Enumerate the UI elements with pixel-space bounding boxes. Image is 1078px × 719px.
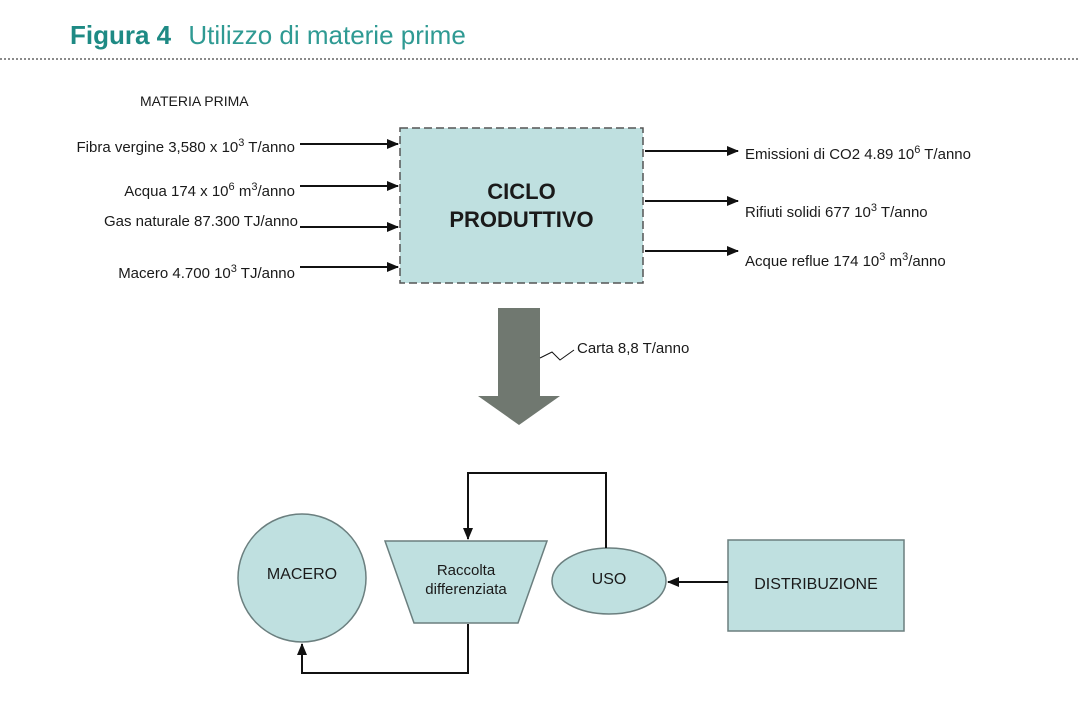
input-label-unit: TJ/anno	[236, 265, 295, 282]
figure-number: Figura 4	[70, 20, 172, 50]
input-label-sup: 3	[251, 181, 258, 193]
raccolta-trapezoid	[383, 540, 549, 624]
uso-ellipse	[551, 547, 667, 615]
output-label-sup: 3	[870, 202, 878, 214]
input-label-sup: 3	[230, 263, 237, 275]
output-label-unit: T/anno	[877, 204, 928, 221]
uso-to-raccolta-arrow	[463, 472, 607, 548]
input-label-acqua: Acqua 174 x 106 m3/anno	[124, 178, 295, 201]
product-down-arrow	[478, 308, 560, 425]
output-label-sup: 3	[902, 251, 909, 263]
input-label-unit: /anno	[257, 183, 295, 200]
raccolta-label-line1: Raccolta	[436, 562, 496, 579]
output-label-sup: 3	[879, 251, 886, 263]
macero-label: MACERO	[266, 566, 338, 583]
input-label-text: Fibra vergine 3,580 x 10	[76, 139, 239, 156]
figure-header: Figura 4 Utilizzo di materie prime	[70, 20, 466, 51]
input-label-sup: 3	[238, 137, 245, 149]
output-label-text: Emissioni di CO2 4.89 10	[745, 146, 915, 163]
process-title-line1: CICLO	[487, 179, 556, 204]
macero-circle	[237, 513, 367, 643]
process-title: CICLO PRODUTTIVO	[400, 178, 643, 234]
product-label: Carta 8,8 T/anno	[577, 340, 690, 357]
output-label-rifiuti: Rifiuti solidi 677 103 T/anno	[745, 199, 928, 222]
input-label-fibra: Fibra vergine 3,580 x 103 T/anno	[77, 134, 296, 157]
output-label-unit: T/anno	[920, 146, 971, 163]
product-callout-line	[539, 349, 575, 361]
input-label-sup: 6	[228, 181, 235, 193]
input-label-text: Macero 4.700 10	[118, 265, 231, 282]
raccolta-to-macero-arrow	[297, 624, 469, 674]
input-label-unit: m	[234, 183, 252, 200]
raccolta-label: Raccolta differenziata	[395, 561, 537, 599]
process-title-line2: PRODUTTIVO	[449, 207, 594, 232]
inputs-header: MATERIA PRIMA	[140, 93, 249, 109]
input-label-macero: Macero 4.700 103 TJ/anno	[118, 260, 295, 283]
input-label-gas: Gas naturale 87.300 TJ/anno	[104, 213, 298, 231]
output-label-text: Acque reflue 174 10	[745, 253, 880, 270]
distribuzione-box	[727, 539, 905, 632]
output-label-unit: /anno	[908, 253, 946, 270]
figure-title: Utilizzo di materie prime	[188, 20, 466, 50]
dotted-divider	[0, 58, 1078, 60]
output-label-text: Rifiuti solidi 677 10	[745, 204, 871, 221]
raccolta-label-line2: differenziata	[425, 581, 507, 598]
output-label-emissioni: Emissioni di CO2 4.89 106 T/anno	[745, 141, 971, 164]
uso-label: USO	[591, 571, 627, 588]
output-label-unit: m	[885, 253, 903, 270]
output-label-sup: 6	[914, 144, 921, 156]
process-box	[399, 127, 644, 284]
distribuzione-label: DISTRIBUZIONE	[754, 576, 878, 593]
output-label-acque: Acque reflue 174 103 m3/anno	[745, 248, 946, 271]
input-label-unit: T/anno	[244, 139, 295, 156]
input-label-text: Gas naturale 87.300 TJ/anno	[103, 213, 298, 230]
input-label-text: Acqua 174 x 10	[124, 183, 229, 200]
